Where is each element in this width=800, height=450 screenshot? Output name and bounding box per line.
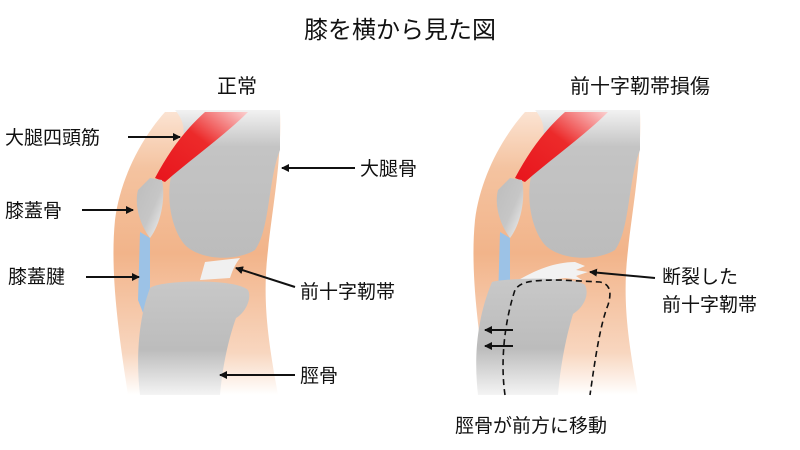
tibia-shifted xyxy=(476,278,587,395)
label-patella: 膝蓋骨 xyxy=(5,200,62,222)
label-tibia-shift: 脛骨が前方に移動 xyxy=(455,415,607,437)
diagram-title: 膝を横から見た図 xyxy=(304,16,496,44)
arrow-torn-acl xyxy=(589,268,656,279)
label-tibia: 脛骨 xyxy=(300,365,338,387)
label-quadriceps: 大腿四頭筋 xyxy=(5,127,100,149)
acl-ligament xyxy=(200,258,240,280)
label-acl: 前十字靭帯 xyxy=(300,281,395,303)
arrow-acl xyxy=(235,266,296,288)
label-torn-line2: 前十字靭帯 xyxy=(662,294,757,316)
label-femur: 大腿骨 xyxy=(360,158,417,180)
tibia xyxy=(138,281,250,395)
normal-heading: 正常 xyxy=(217,74,257,98)
injury-heading: 前十字靭帯損傷 xyxy=(570,74,710,98)
injured-knee: 前十字靭帯損傷 断裂した 前十字靭帯 脛骨が前方に移動 xyxy=(455,74,757,437)
label-torn-line1: 断裂した xyxy=(662,266,738,288)
normal-knee: 正常 大腿四頭筋 膝蓋骨 膝蓋腱 大腿骨 前十字靭帯 脛骨 xyxy=(5,74,417,395)
label-patellar-tendon: 膝蓋腱 xyxy=(8,266,65,288)
